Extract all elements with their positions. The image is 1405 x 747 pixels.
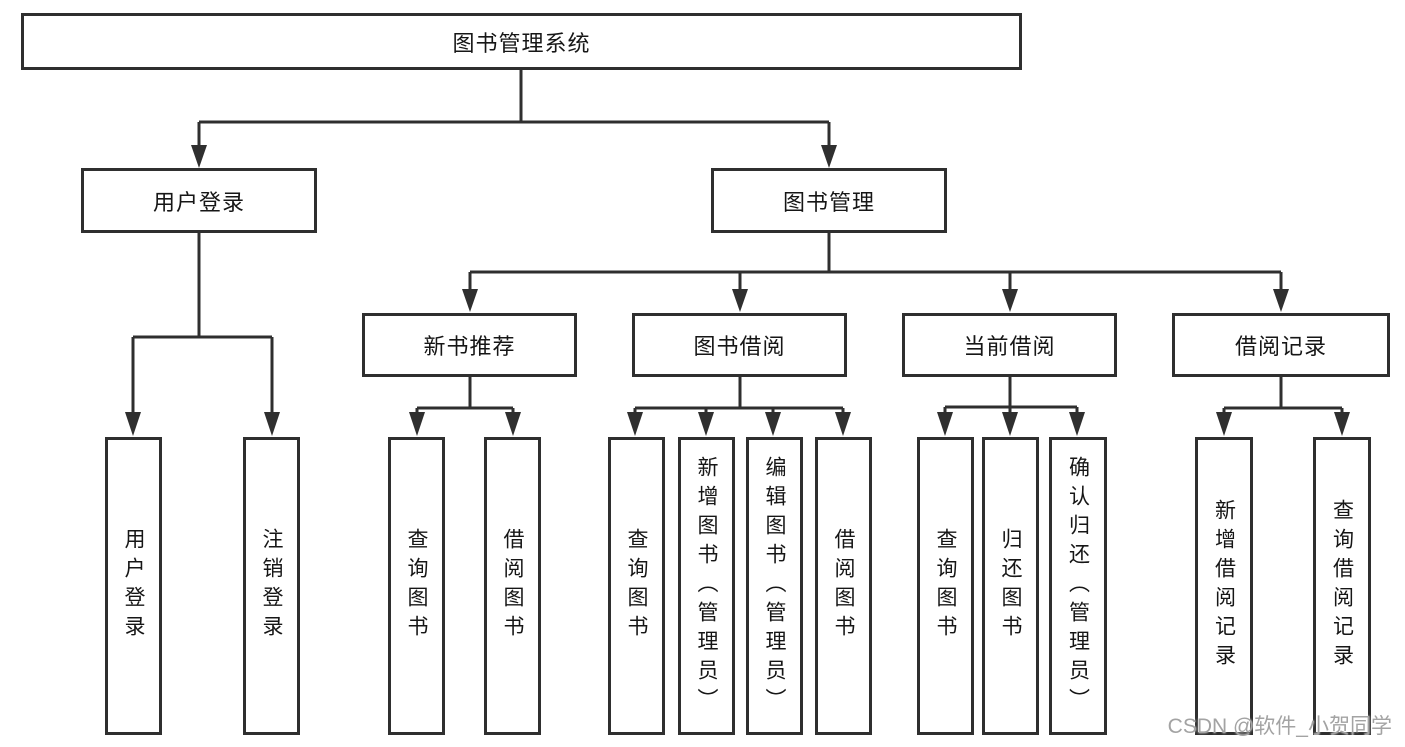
leaf-query-borrow-record: 查询借阅记录 <box>1313 437 1371 735</box>
leaf-query-books-recommend: 查询图书 <box>388 437 445 735</box>
node-book-borrow: 图书借阅 <box>632 313 847 377</box>
leaf-edit-book-admin: 编辑图书（管理员） <box>746 437 803 735</box>
csdn-watermark: CSDN @软件_小贺同学 <box>1167 715 1392 738</box>
leaf-borrow-books-2: 借阅图书 <box>815 437 872 735</box>
leaf-borrow-books-2-label: 借阅图书 <box>832 528 855 644</box>
leaf-add-borrow-record: 新增借阅记录 <box>1195 437 1253 735</box>
leaf-edit-book-admin-label: 编辑图书（管理员） <box>763 455 786 717</box>
node-user-login-label: 用户登录 <box>152 189 245 215</box>
leaf-query-books-current-label: 查询图书 <box>934 528 957 644</box>
node-borrow-records: 借阅记录 <box>1172 313 1390 377</box>
node-current-borrow: 当前借阅 <box>902 313 1117 377</box>
leaf-logout-label: 注销登录 <box>260 528 283 644</box>
node-new-book-recommend-label: 新书推荐 <box>423 334 516 359</box>
node-book-management: 图书管理 <box>711 168 947 233</box>
node-root: 图书管理系统 <box>21 13 1022 70</box>
leaf-return-book-label: 归还图书 <box>999 528 1022 644</box>
leaf-query-books-current: 查询图书 <box>917 437 974 735</box>
leaf-logout: 注销登录 <box>243 437 300 735</box>
leaf-return-book: 归还图书 <box>982 437 1039 735</box>
leaf-add-borrow-record-label: 新增借阅记录 <box>1212 499 1236 673</box>
leaf-user-login: 用户登录 <box>105 437 162 735</box>
node-book-borrow-label: 图书借阅 <box>693 334 786 359</box>
node-book-management-label: 图书管理 <box>782 189 875 215</box>
leaf-query-borrow-record-label: 查询借阅记录 <box>1330 499 1354 673</box>
leaf-borrow-books-recommend-label: 借阅图书 <box>501 528 524 644</box>
leaf-add-book-admin-label: 新增图书（管理员） <box>695 455 718 717</box>
leaf-user-login-label: 用户登录 <box>122 528 145 644</box>
node-user-login: 用户登录 <box>81 168 317 233</box>
node-borrow-records-label: 借阅记录 <box>1234 334 1327 359</box>
node-root-label: 图书管理系统 <box>452 30 591 56</box>
node-new-book-recommend: 新书推荐 <box>362 313 577 377</box>
leaf-borrow-books-recommend: 借阅图书 <box>484 437 541 735</box>
leaf-add-book-admin: 新增图书（管理员） <box>678 437 735 735</box>
leaf-query-books-borrow-label: 查询图书 <box>625 528 648 644</box>
connector-path <box>131 70 1344 413</box>
node-current-borrow-label: 当前借阅 <box>963 334 1056 359</box>
leaf-query-books-borrow: 查询图书 <box>608 437 665 735</box>
arrowheads <box>125 145 1350 436</box>
leaf-query-books-recommend-label: 查询图书 <box>405 528 428 644</box>
leaf-confirm-return-admin-label: 确认归还（管理员） <box>1066 455 1090 717</box>
leaf-confirm-return-admin: 确认归还（管理员） <box>1049 437 1107 735</box>
